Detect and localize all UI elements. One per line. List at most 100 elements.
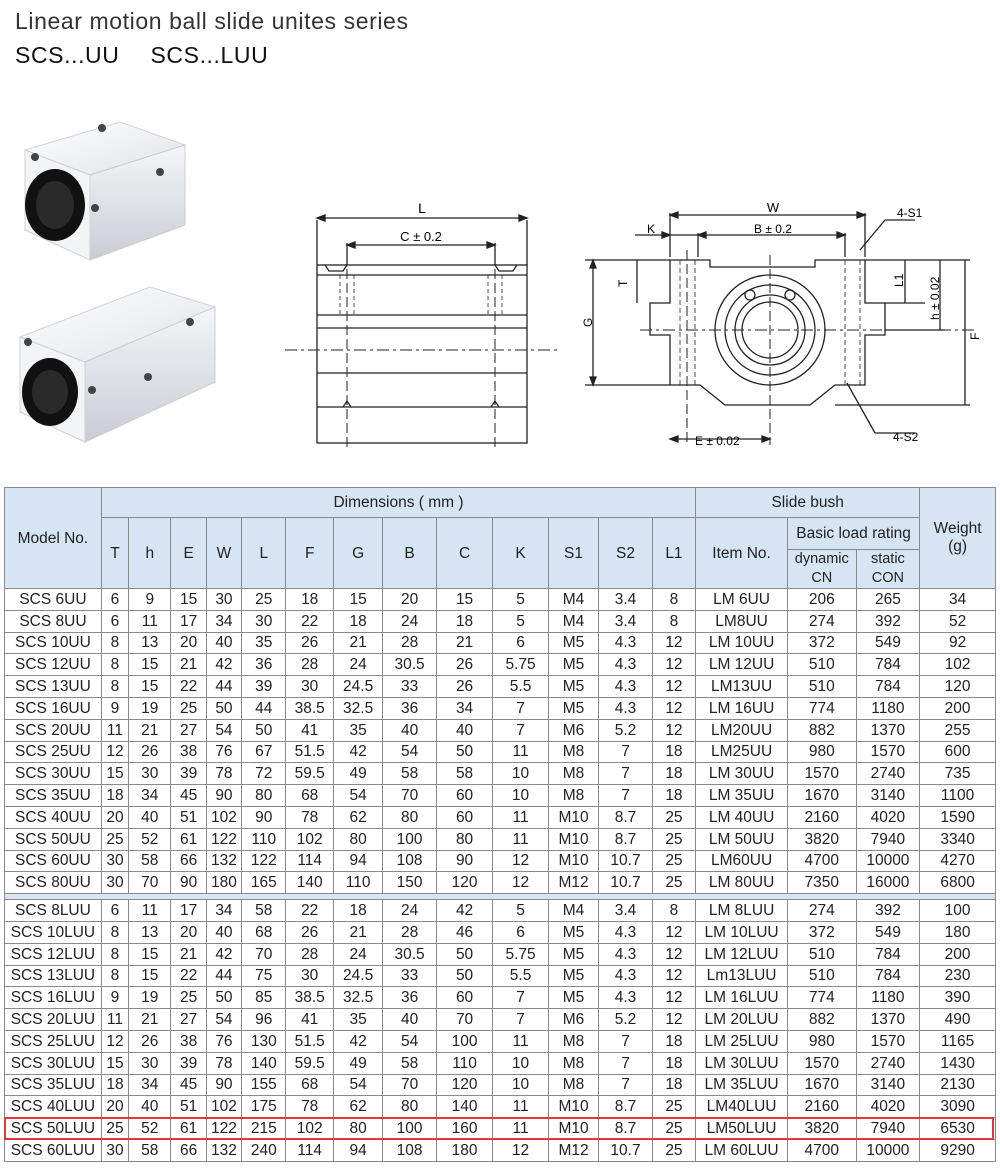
table-cell: 165: [241, 871, 287, 895]
table-cell: 6: [100, 588, 130, 611]
table-cell: 15: [332, 588, 384, 611]
table-cell: 1570: [855, 740, 921, 764]
table-cell: 20: [170, 631, 207, 655]
table-cell: 200: [919, 942, 996, 966]
table-cell: 58: [382, 1051, 437, 1075]
table-cell: 100: [919, 899, 996, 922]
table-cell: 372: [786, 920, 857, 944]
table-cell: 22: [170, 964, 207, 988]
table-cell: 68: [285, 784, 334, 807]
table-cell: 11: [492, 1117, 549, 1140]
table-cell: 10.7: [598, 1138, 653, 1162]
table-cell: 7350: [786, 871, 857, 895]
table-cell: 510: [786, 653, 857, 677]
table-cell: 4.3: [598, 631, 653, 655]
table-cell: 26: [285, 631, 334, 655]
table-cell: 510: [786, 964, 857, 988]
table-cell: 61: [170, 1117, 207, 1140]
model-cell: SCS 25LUU: [4, 1029, 102, 1053]
table-cell: 30: [128, 762, 172, 786]
table-cell: 3820: [786, 827, 857, 851]
table-cell: 8.7: [598, 1117, 653, 1140]
table-cell: 25: [651, 805, 697, 829]
table-cell: 18: [285, 588, 334, 611]
table-cell: 22: [170, 675, 207, 698]
table-cell: LM 16LUU: [695, 986, 788, 1010]
model-cell: SCS 16UU: [4, 696, 102, 720]
table-cell: 10: [492, 1051, 549, 1075]
table-cell: LM 30LUU: [695, 1051, 788, 1075]
table-cell: 30: [128, 1051, 172, 1075]
table-cell: M8: [547, 784, 600, 807]
table-cell: 8: [100, 653, 130, 677]
table-cell: 1180: [855, 696, 921, 720]
table-cell: 140: [435, 1095, 494, 1119]
table-cell: 19: [128, 696, 172, 720]
table-cell: LM 16UU: [695, 696, 788, 720]
table-cell: 90: [205, 784, 243, 807]
table-cell: 7: [598, 1073, 653, 1097]
table-cell: 51.5: [285, 740, 334, 764]
table-cell: 36: [241, 653, 287, 677]
model-cell: SCS 40UU: [4, 805, 102, 829]
table-cell: 549: [855, 631, 921, 655]
table-cell: 18: [651, 1051, 697, 1075]
table-cell: 25: [651, 1138, 697, 1162]
table-cell: 21: [435, 631, 494, 655]
table-cell: 25: [651, 871, 697, 895]
table-cell: 45: [170, 1073, 207, 1097]
table-cell: 15: [100, 1051, 130, 1075]
table-cell: 26: [435, 675, 494, 698]
table-cell: 3090: [919, 1095, 996, 1119]
table-cell: 3.4: [598, 609, 653, 633]
table-cell: 68: [285, 1073, 334, 1097]
series-separator: [4, 893, 996, 901]
table-cell: 70: [382, 784, 437, 807]
table-cell: 1165: [919, 1029, 996, 1053]
table-cell: 42: [332, 1029, 384, 1053]
table-cell: 122: [205, 1117, 243, 1140]
table-cell: 3820: [786, 1117, 857, 1140]
table-cell: 1370: [855, 718, 921, 742]
table-cell: 24.5: [332, 964, 384, 988]
table-cell: 11: [492, 1095, 549, 1119]
table-cell: 392: [855, 899, 921, 922]
model-cell: SCS 50UU: [4, 827, 102, 851]
table-cell: 39: [170, 1051, 207, 1075]
table-cell: 12: [651, 696, 697, 720]
table-cell: 549: [855, 920, 921, 944]
table-cell: 10000: [855, 849, 921, 873]
table-cell: 25: [651, 1117, 697, 1140]
dim-label-l1: L1: [892, 273, 906, 287]
table-cell: 120: [435, 1073, 494, 1097]
side-view-drawing: L C ± 0.2: [285, 200, 560, 450]
table-cell: 140: [285, 871, 334, 895]
table-cell: 51: [170, 1095, 207, 1119]
table-cell: 68: [241, 920, 287, 944]
table-cell: 8: [100, 942, 130, 966]
col-header-g: G: [332, 517, 384, 589]
table-cell: 34: [919, 588, 996, 611]
table-cell: 774: [786, 696, 857, 720]
table-cell: 3.4: [598, 588, 653, 611]
model-cell: SCS 50LUU: [4, 1117, 102, 1140]
table-cell: 36: [382, 986, 437, 1010]
page-title: Linear motion ball slide unites series: [15, 8, 409, 34]
table-cell: 102: [919, 653, 996, 677]
table-cell: 92: [919, 631, 996, 655]
table-cell: 882: [786, 1008, 857, 1031]
table-cell: 12: [100, 1029, 130, 1053]
table-cell: 980: [786, 740, 857, 764]
table-cell: 132: [205, 849, 243, 873]
col-header-s2: S2: [598, 517, 653, 589]
model-cell: SCS 10UU: [4, 631, 102, 655]
table-cell: LM20UU: [695, 718, 788, 742]
table-cell: 40: [128, 1095, 172, 1119]
table-cell: 6: [100, 609, 130, 633]
table-cell: 4.3: [598, 920, 653, 944]
table-cell: 90: [205, 1073, 243, 1097]
table-cell: 12: [651, 631, 697, 655]
